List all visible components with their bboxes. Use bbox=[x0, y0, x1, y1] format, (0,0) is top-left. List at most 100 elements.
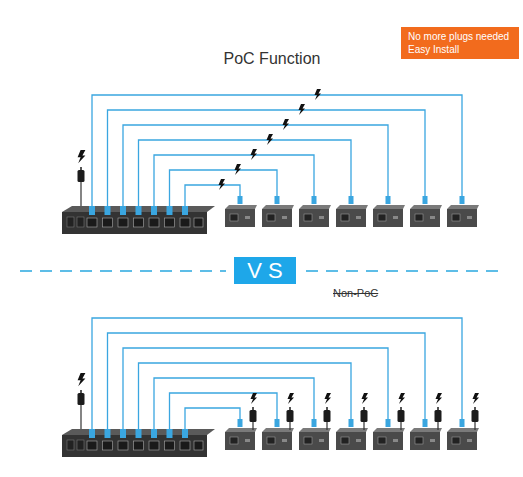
switch-port bbox=[103, 218, 113, 227]
switch-port bbox=[194, 441, 203, 450]
device-led bbox=[282, 439, 287, 442]
switch-port bbox=[180, 441, 190, 450]
device-port bbox=[230, 437, 238, 444]
lightning-bolt bbox=[399, 393, 406, 404]
lightning-bolt bbox=[473, 393, 480, 404]
lightning-bolt bbox=[78, 373, 86, 386]
power-wire bbox=[474, 422, 475, 430]
network-cable bbox=[154, 155, 314, 206]
cable-plug bbox=[312, 419, 317, 427]
switch-port bbox=[149, 218, 159, 227]
device-port bbox=[341, 437, 349, 444]
cable-plug bbox=[460, 419, 465, 427]
receiver-device bbox=[373, 432, 403, 450]
device-led bbox=[319, 439, 324, 442]
switch-port bbox=[180, 218, 190, 227]
power-adapter bbox=[250, 410, 257, 422]
device-led bbox=[430, 439, 435, 442]
device-port bbox=[415, 214, 423, 221]
cable-plug bbox=[136, 429, 142, 438]
lightning-bolt bbox=[362, 393, 369, 404]
divider-line bbox=[20, 270, 226, 272]
receiver-device bbox=[410, 432, 440, 450]
receiver-device bbox=[373, 209, 403, 227]
power-adapter bbox=[435, 410, 442, 422]
switch-port bbox=[87, 441, 97, 450]
lightning-bolt bbox=[299, 104, 306, 115]
lightning-bolt bbox=[436, 393, 443, 404]
device-led bbox=[356, 439, 361, 442]
receiver-device bbox=[410, 209, 440, 227]
adapter-prong bbox=[252, 407, 254, 410]
device-led bbox=[282, 216, 287, 219]
device-led bbox=[245, 216, 250, 219]
power-wire bbox=[80, 405, 81, 429]
device-top bbox=[373, 428, 405, 432]
cable-plug bbox=[151, 429, 157, 438]
switch-panel bbox=[77, 440, 84, 450]
non-poc-row bbox=[62, 318, 479, 457]
lightning-bolt bbox=[315, 89, 322, 100]
switch-port bbox=[194, 218, 203, 227]
cable-plug bbox=[275, 196, 280, 204]
adapter-prong bbox=[363, 407, 365, 410]
lightning-bolt bbox=[288, 393, 295, 404]
power-wire bbox=[437, 422, 438, 430]
device-port bbox=[304, 437, 312, 444]
cable-plug bbox=[460, 196, 465, 204]
power-wire bbox=[363, 422, 364, 430]
cable-plug bbox=[136, 206, 142, 215]
device-top bbox=[410, 205, 442, 209]
node-text: Easy Install bbox=[408, 43, 512, 56]
cable-plug bbox=[238, 419, 243, 427]
adapter-prong bbox=[474, 407, 476, 410]
network-cable bbox=[108, 110, 426, 206]
receiver-device bbox=[299, 432, 329, 450]
device-port bbox=[415, 437, 423, 444]
lightning-bolt bbox=[251, 393, 258, 404]
network-cable bbox=[123, 348, 388, 429]
cable-plug bbox=[182, 206, 188, 215]
device-led bbox=[393, 216, 398, 219]
lightning-bolt bbox=[267, 134, 274, 145]
device-port bbox=[378, 214, 386, 221]
cable-plug bbox=[312, 196, 317, 204]
node-text: No more plugs needed bbox=[408, 30, 512, 43]
network-cable bbox=[92, 95, 462, 206]
switch-port bbox=[118, 441, 128, 450]
network-cable bbox=[170, 170, 278, 206]
device-port bbox=[378, 437, 386, 444]
badge-box: No more plugs neededEasy Install bbox=[401, 27, 519, 59]
cable-plug bbox=[423, 196, 428, 204]
poc-row bbox=[62, 89, 479, 234]
lightning-bolt bbox=[251, 149, 258, 160]
switch-port bbox=[87, 218, 97, 227]
device-top bbox=[447, 428, 479, 432]
device-port bbox=[267, 214, 275, 221]
adapter-prong bbox=[80, 390, 82, 393]
device-led bbox=[467, 216, 472, 219]
vs-box: V S bbox=[234, 257, 296, 284]
cable-plug bbox=[89, 429, 95, 438]
switch-port bbox=[103, 441, 113, 450]
device-led bbox=[245, 439, 250, 442]
adapter-prong bbox=[289, 407, 291, 410]
power-adapter bbox=[78, 170, 85, 182]
power-wire bbox=[326, 422, 327, 430]
network-cable bbox=[139, 363, 352, 429]
receiver-device bbox=[225, 209, 255, 227]
network-cable bbox=[154, 378, 314, 429]
cable-plug bbox=[275, 419, 280, 427]
device-led bbox=[356, 216, 361, 219]
device-top bbox=[336, 205, 368, 209]
power-adapter bbox=[78, 393, 85, 405]
network-cable bbox=[92, 318, 462, 429]
adapter-prong bbox=[80, 167, 82, 170]
power-adapter bbox=[472, 410, 479, 422]
switch-body bbox=[62, 212, 207, 234]
device-top bbox=[225, 205, 257, 209]
adapter-prong bbox=[437, 407, 439, 410]
receiver-device bbox=[225, 432, 255, 450]
